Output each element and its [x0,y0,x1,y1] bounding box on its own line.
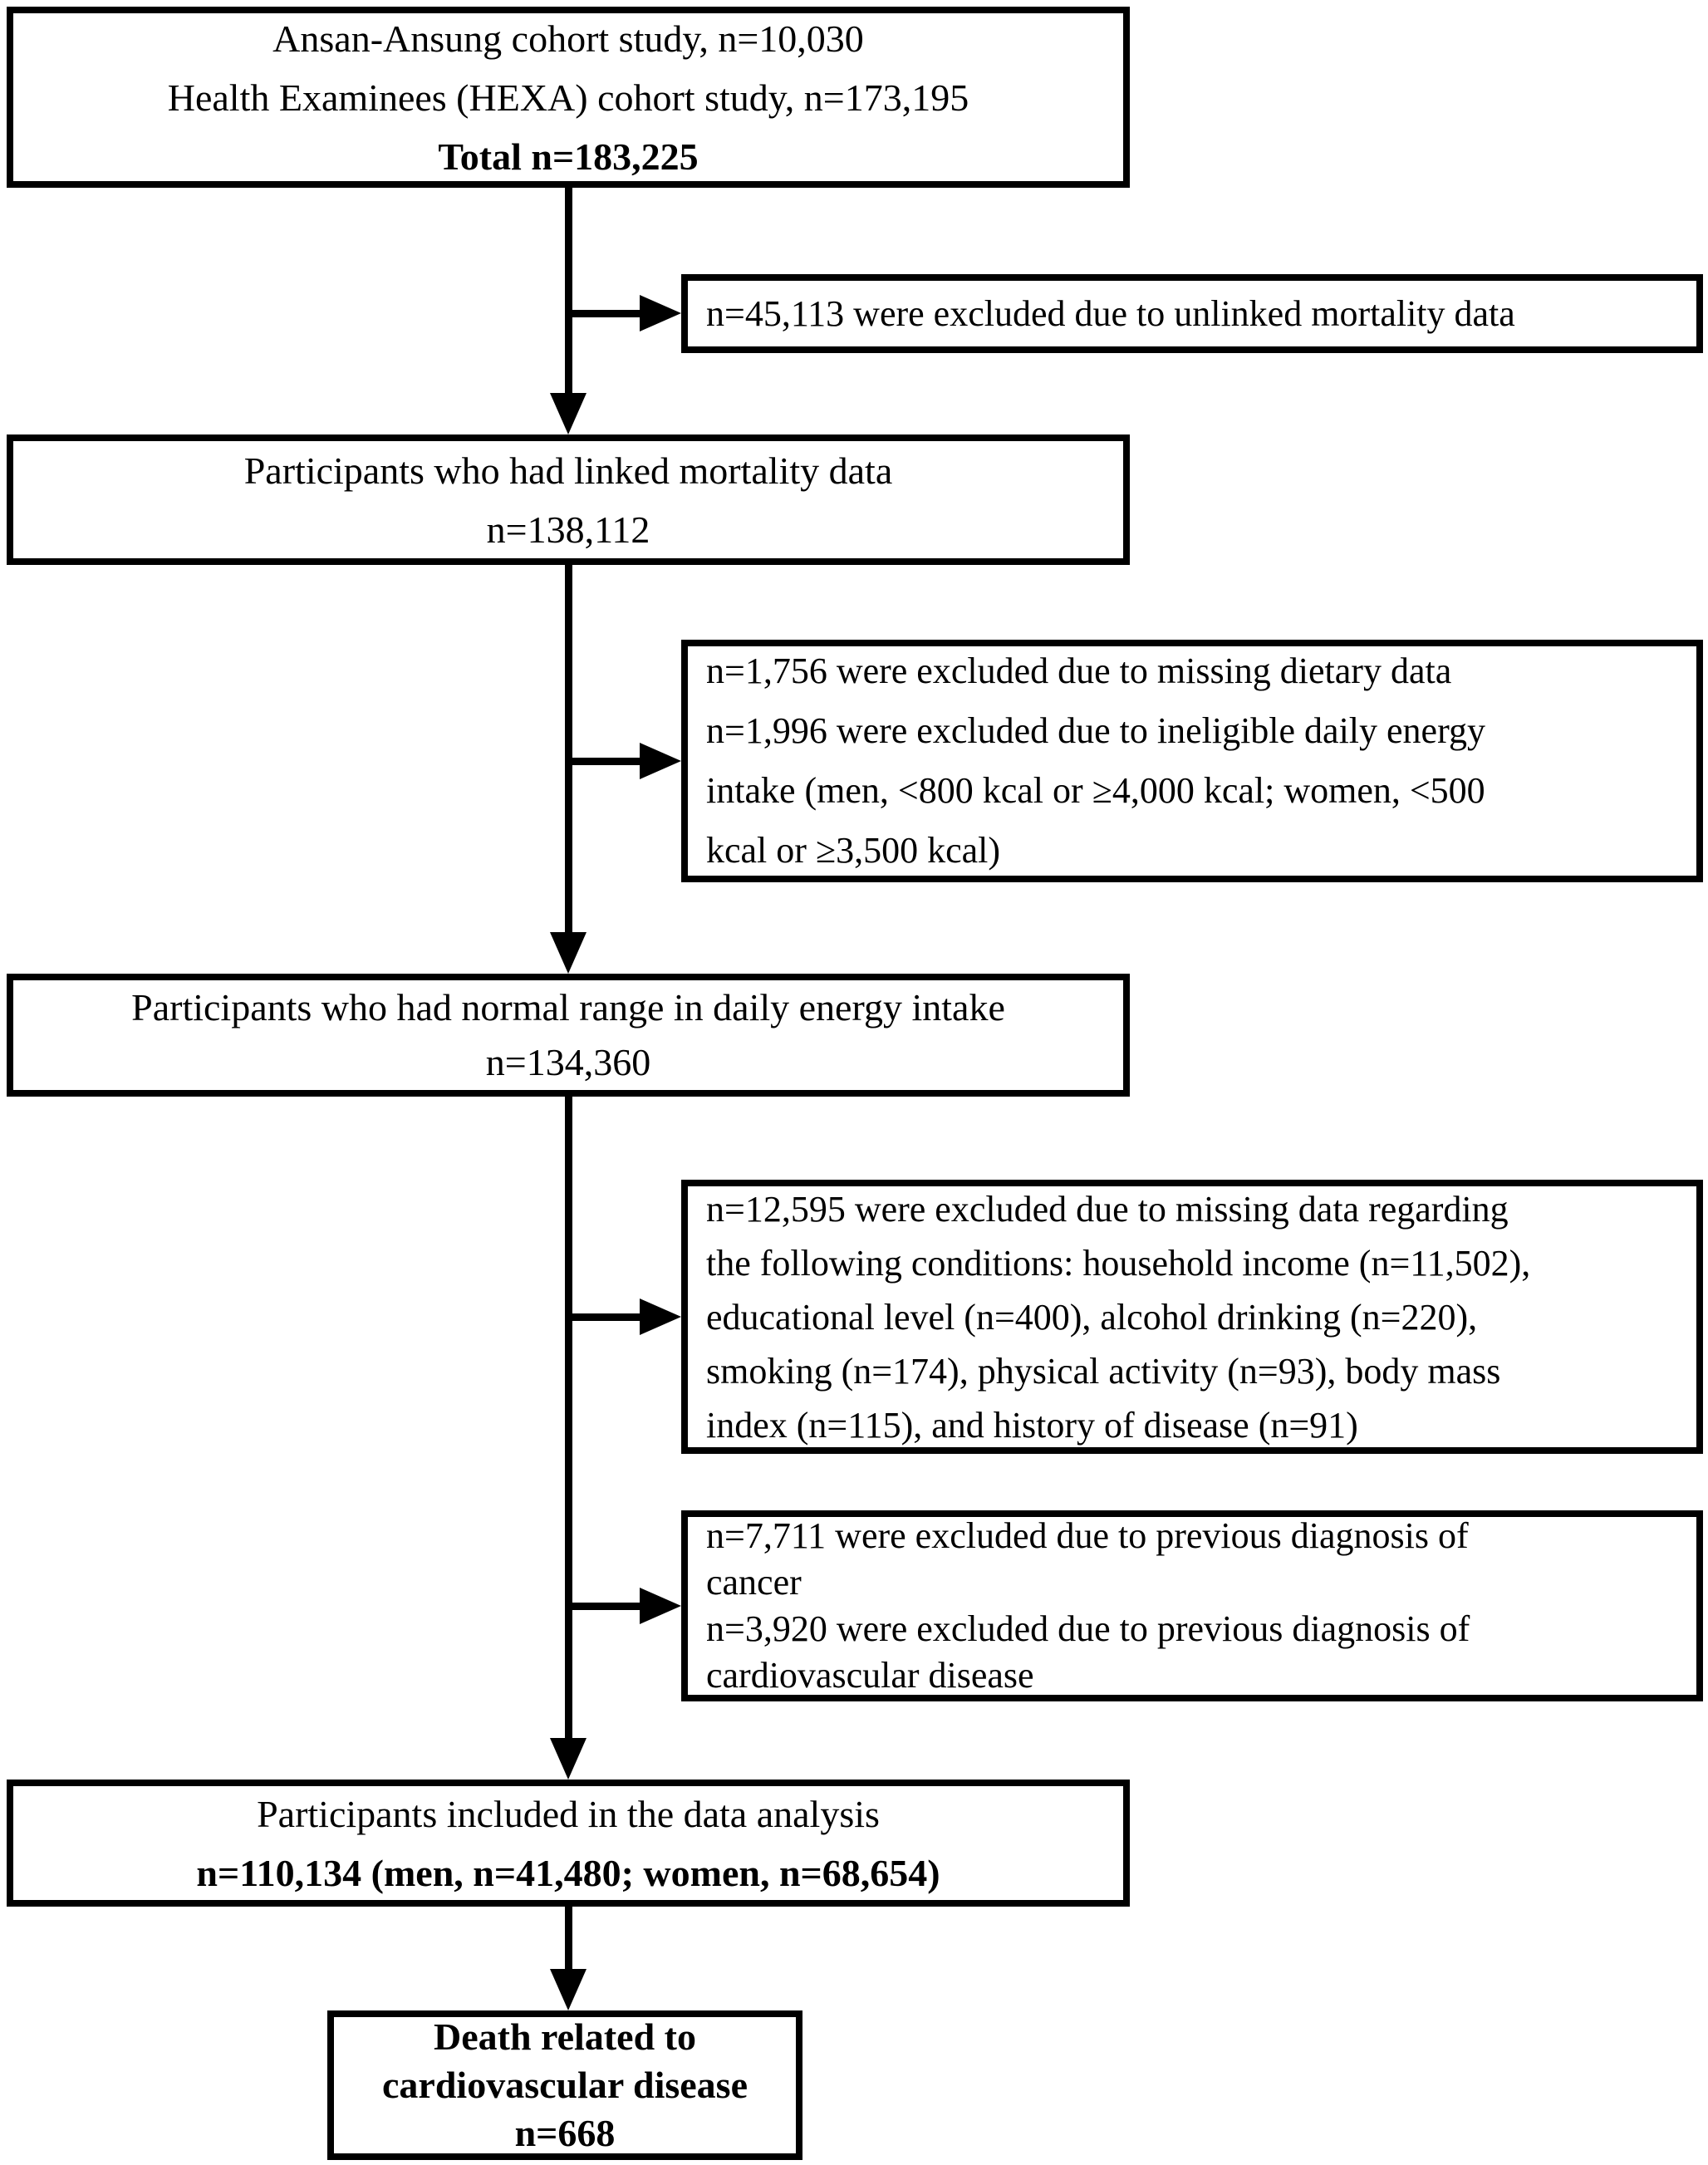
cohort-line-ansan: Ansan-Ansung cohort study, n=10,030 [272,17,864,60]
death-line-1: Death related to [434,2015,696,2058]
linked-count: n=138,112 [486,508,650,551]
excl-dietary-line-3: intake (men, <800 kcal or ≥4,000 kcal; w… [706,770,1485,811]
linked-title: Participants who had linked mortality da… [243,449,893,492]
excl-dietary-line-4: kcal or ≥3,500 kcal) [706,830,1001,871]
branch-line-3 [565,1313,656,1321]
included-count: n=110,134 (men, n=41,480; women, n=68,65… [196,1851,940,1894]
box-cvd-death: Death related to cardiovascular disease … [327,2010,802,2160]
excl-missing-line-5: index (n=115), and history of disease (n… [706,1404,1358,1446]
excl-dietary-line-2: n=1,996 were excluded due to ineligible … [706,710,1485,751]
branch-line-4 [565,1603,656,1610]
excl-disease-line-4: cardiovascular disease [706,1655,1034,1696]
included-title: Participants included in the data analys… [257,1792,880,1835]
connector-line-3 [565,1093,572,1741]
connector-line-4 [565,1903,572,1974]
cohort-line-hexa: Health Examinees (HEXA) cohort study, n=… [167,76,969,119]
connector-line-2 [565,562,572,935]
death-line-2: cardiovascular disease [382,2064,748,2106]
box-excluded-missing-covariates: n=12,595 were excluded due to missing da… [681,1180,1703,1454]
arrow-down-icon-1 [550,393,587,434]
excl-disease-line-3: n=3,920 were excluded due to previous di… [706,1608,1470,1649]
arrow-down-icon-3 [550,1738,587,1780]
branch-line-1 [565,310,656,317]
excl-dietary-line-1: n=1,756 were excluded due to missing die… [706,650,1452,691]
excl-missing-line-1: n=12,595 were excluded due to missing da… [706,1188,1509,1230]
box-included-analysis: Participants included in the data analys… [7,1780,1130,1907]
connector-line-1 [565,184,572,396]
arrow-right-icon-2 [640,743,681,779]
energy-title: Participants who had normal range in dai… [131,986,1005,1028]
box-linked-mortality: Participants who had linked mortality da… [7,434,1130,565]
box-total-cohort: Ansan-Ansung cohort study, n=10,030 Heal… [7,7,1130,188]
box-excluded-unlinked-mortality: n=45,113 were excluded due to unlinked m… [681,274,1703,353]
arrow-down-icon-2 [550,932,587,974]
box-normal-energy-intake: Participants who had normal range in dai… [7,974,1130,1097]
arrow-right-icon-3 [640,1299,681,1335]
box-excluded-dietary-energy: n=1,756 were excluded due to missing die… [681,640,1703,882]
branch-line-2 [565,758,656,765]
cohort-line-total: Total n=183,225 [438,135,699,178]
arrow-right-icon-1 [640,295,681,331]
arrow-right-icon-4 [640,1588,681,1624]
death-count: n=668 [514,2112,616,2154]
excl-disease-line-2: cancer [706,1562,802,1603]
excl-missing-line-4: smoking (n=174), physical activity (n=93… [706,1350,1501,1392]
excl-unlinked-line-1: n=45,113 were excluded due to unlinked m… [706,293,1515,334]
excl-missing-line-3: educational level (n=400), alcohol drink… [706,1296,1478,1338]
arrow-down-icon-4 [550,1969,587,2010]
excl-missing-line-2: the following conditions: household inco… [706,1242,1531,1284]
energy-count: n=134,360 [485,1041,651,1083]
excl-disease-line-1: n=7,711 were excluded due to previous di… [706,1515,1469,1556]
box-excluded-prior-disease: n=7,711 were excluded due to previous di… [681,1510,1703,1701]
